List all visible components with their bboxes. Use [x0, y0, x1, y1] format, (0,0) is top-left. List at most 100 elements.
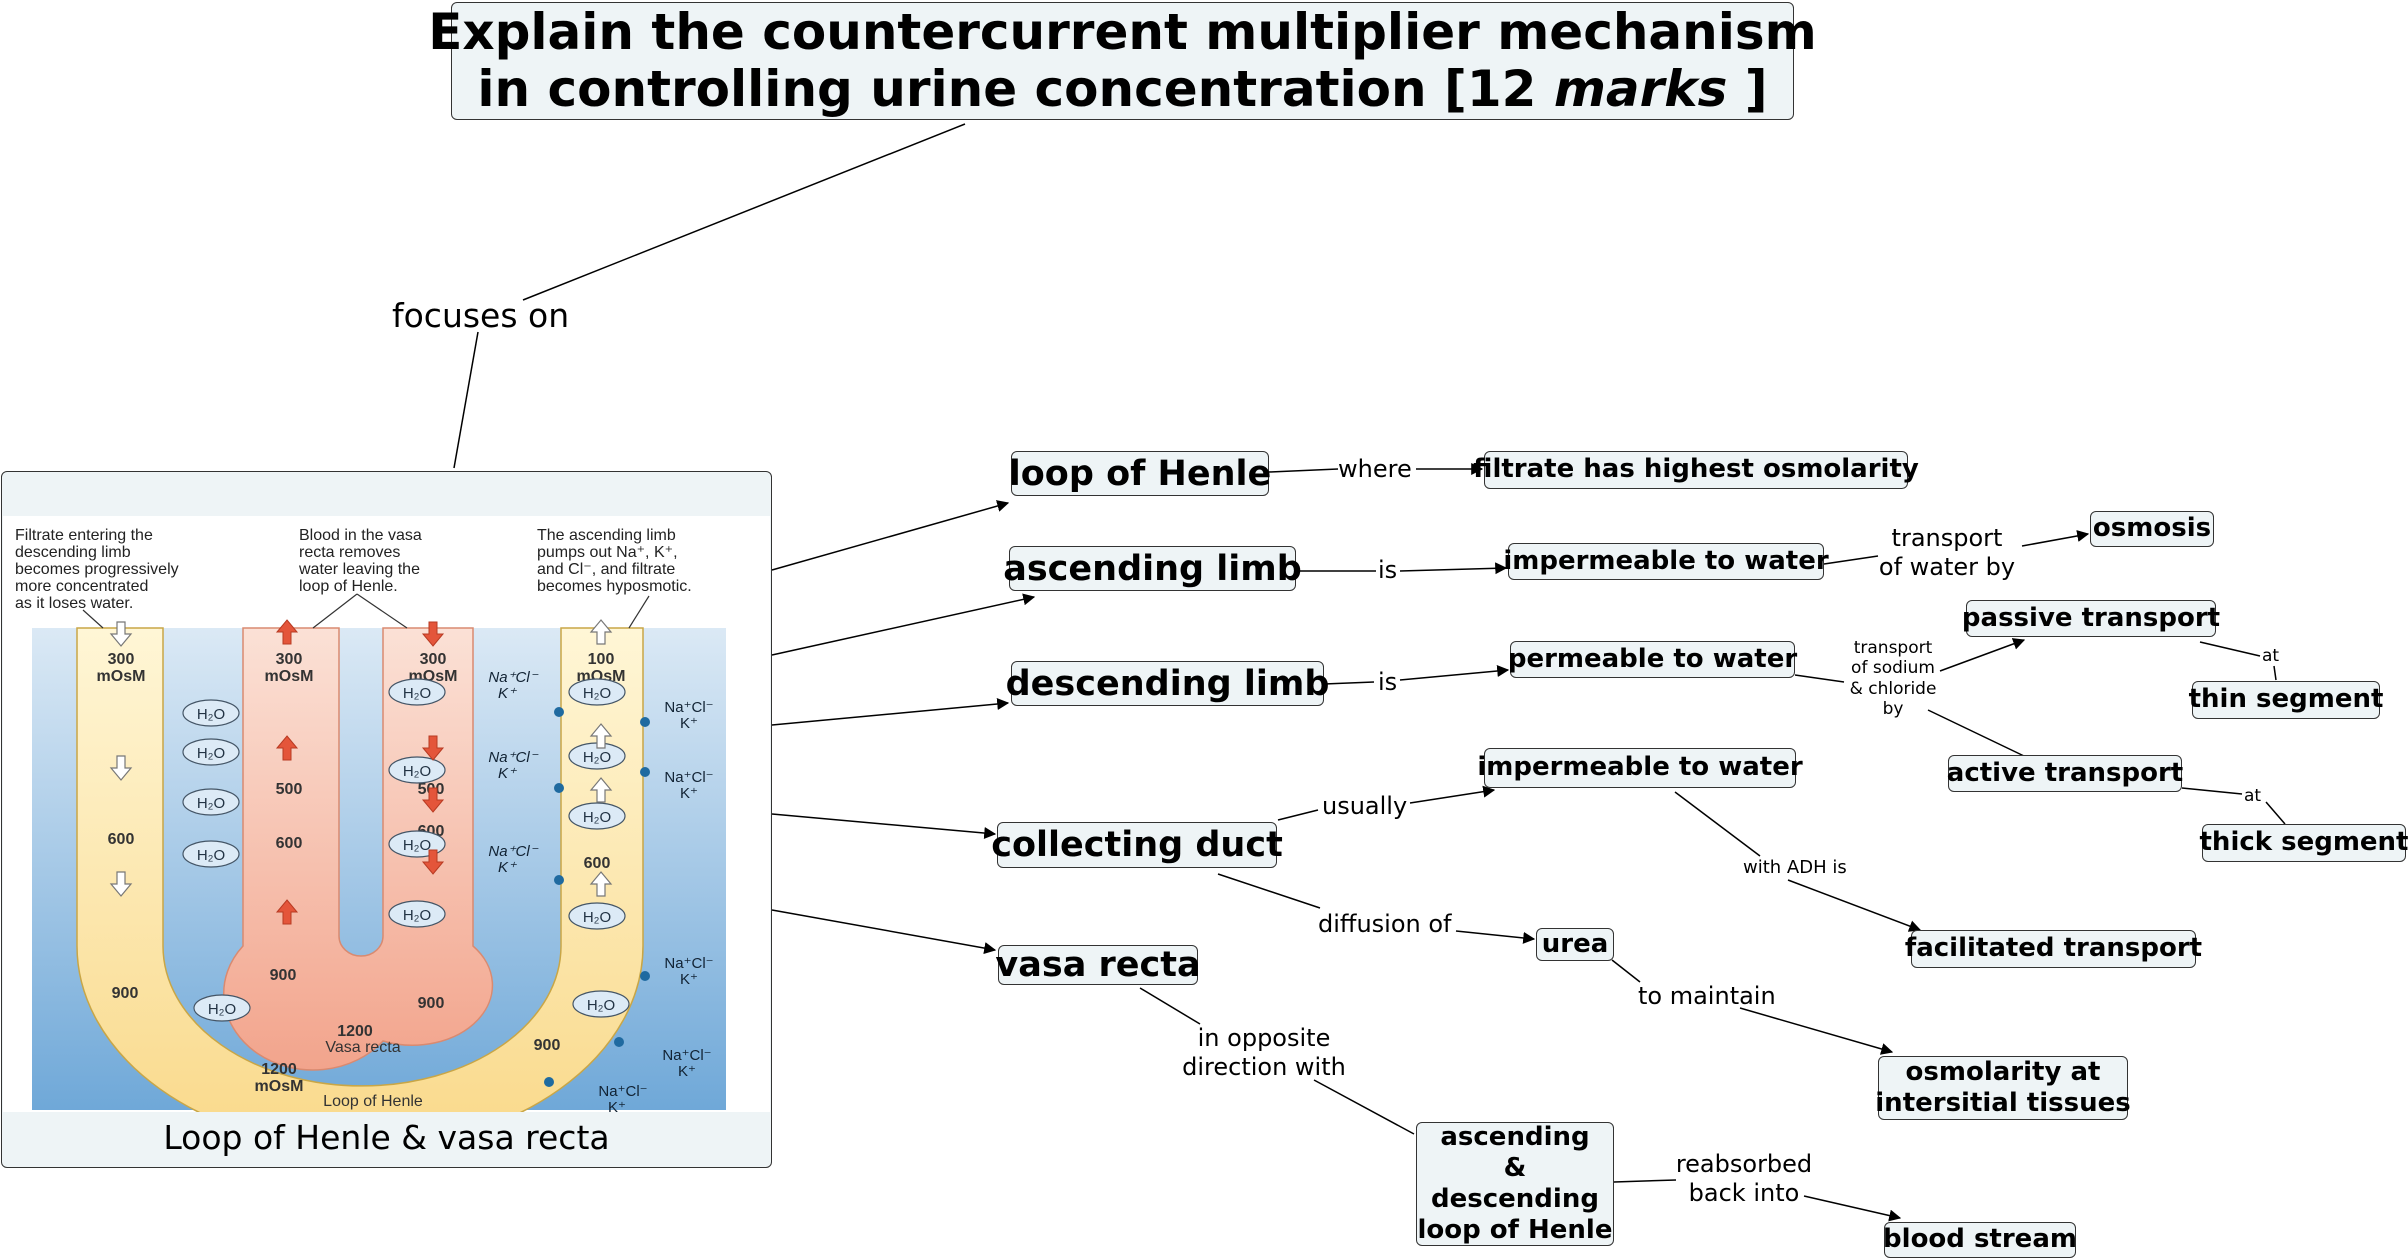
- link-loop-where: [1268, 468, 1339, 473]
- vr-left-unit: mOsM: [265, 668, 314, 685]
- ion-label-k: K⁺: [498, 859, 517, 876]
- link-sodium-passive: [1939, 638, 2026, 672]
- link-label-where: where: [1338, 455, 1412, 483]
- node-active-transport[interactable]: active transport: [1947, 755, 2183, 792]
- svg-text:H₂O: H₂O: [197, 706, 225, 723]
- link-sodium-active: [1927, 709, 2025, 757]
- svg-text:water leaving the: water leaving the: [298, 561, 420, 578]
- vasa-up-arrow: [275, 899, 299, 925]
- image-node-loop-of-henle[interactable]: Filtrate entering the descending limb be…: [1, 471, 772, 1168]
- link-image-ascending: [771, 593, 1036, 656]
- svg-text:Blood in the vasa: Blood in the vasa: [299, 527, 422, 544]
- svg-text:H₂O: H₂O: [197, 745, 225, 762]
- filtrate-up-arrow: [589, 871, 613, 897]
- link-label-is-2: is: [1378, 668, 1398, 696]
- link-vasa-opposite: [1139, 987, 1201, 1025]
- vasa-down-arrow: [421, 735, 445, 761]
- node-thin-segment[interactable]: thin segment: [2189, 681, 2383, 719]
- ion-label: Na⁺Cl⁻: [664, 769, 713, 786]
- svg-text:H₂O: H₂O: [583, 809, 611, 826]
- filtrate-up-arrow: [589, 619, 613, 645]
- link-label-is-1: is: [1378, 556, 1398, 584]
- desc-value-900: 900: [112, 985, 139, 1002]
- desc-value-300: 300: [108, 651, 135, 668]
- node-impermeable-to-water-2[interactable]: impermeable to water: [1477, 748, 1803, 788]
- vr-600: 600: [276, 835, 303, 852]
- image-caption: Loop of Henle & vasa recta: [163, 1118, 610, 1157]
- filtrate-down-arrow: [109, 621, 133, 647]
- link-at-thin: [2273, 665, 2277, 681]
- link-collect-diffusion: [1217, 873, 1321, 909]
- vr-right-300: 300: [420, 651, 447, 668]
- node-descending-limb[interactable]: descending limb: [1006, 661, 1329, 706]
- link-ascdesc-reabsorbed: [1613, 1179, 1677, 1183]
- ion-pump-dot: [640, 717, 650, 727]
- svg-text:becomes progressively: becomes progressively: [15, 561, 179, 578]
- svg-text:H₂O: H₂O: [403, 907, 431, 924]
- node-blood-stream[interactable]: blood stream: [1883, 1222, 2077, 1258]
- desc-unit: mOsM: [97, 668, 146, 685]
- water-bubble: H₂O: [193, 994, 251, 1022]
- node-vasa-recta[interactable]: vasa recta: [995, 945, 1201, 985]
- bottom-unit: mOsM: [255, 1078, 304, 1095]
- water-bubble: H₂O: [572, 990, 630, 1018]
- node-collecting-duct[interactable]: collecting duct: [991, 822, 1283, 868]
- node-thick-segment[interactable]: thick segment: [2200, 824, 2408, 862]
- link-label-at-2: at: [2244, 786, 2262, 806]
- loop-diagram-svg: Filtrate entering the descending limb be…: [15, 527, 726, 1149]
- svg-text:recta removes: recta removes: [299, 544, 400, 561]
- ion-label-k: K⁺: [608, 1099, 626, 1112]
- node-ascending-limb[interactable]: ascending limb: [1003, 546, 1302, 591]
- vr-1200: 1200: [337, 1023, 373, 1040]
- ion-label: Na⁺Cl⁻: [598, 1083, 647, 1100]
- svg-text:descending limb: descending limb: [15, 544, 131, 561]
- svg-text:H₂O: H₂O: [208, 1001, 236, 1018]
- node-filtrate-highest-osmolarity[interactable]: filtrate has highest osmolarity: [1473, 451, 1919, 489]
- vr-left-300: 300: [276, 651, 303, 668]
- link-image-loop: [771, 500, 1010, 571]
- vr-900: 900: [270, 967, 297, 984]
- vasa-up-arrow: [275, 619, 299, 645]
- filtrate-up-arrow: [589, 777, 613, 803]
- ion-label: Na⁺Cl⁻: [664, 699, 713, 716]
- svg-text:more concentrated: more concentrated: [15, 578, 148, 595]
- link-opposite-ascdesc: [1313, 1079, 1415, 1135]
- ion-label-k: K⁺: [678, 1063, 696, 1080]
- ion-pump-dot: [640, 971, 650, 981]
- vr-500: 500: [276, 781, 303, 798]
- asc-value-600: 600: [584, 855, 611, 872]
- water-bubble: H₂O: [388, 756, 446, 784]
- main-question-title[interactable]: Explain the countercurrent multiplier me…: [428, 2, 1817, 120]
- node-permeable-to-water[interactable]: permeable to water: [1508, 641, 1797, 678]
- svg-text:H₂O: H₂O: [197, 847, 225, 864]
- node-urea[interactable]: urea: [1536, 928, 1614, 961]
- vasa-recta-tube: [223, 627, 494, 1071]
- link-reabsorbed-blood: [1803, 1195, 1902, 1222]
- ion-pump-dot: [614, 1037, 624, 1047]
- node-osmosis[interactable]: osmosis: [2090, 511, 2214, 547]
- svg-text:H₂O: H₂O: [587, 997, 615, 1014]
- water-bubble: H₂O: [568, 802, 626, 830]
- node-loop-of-henle[interactable]: loop of Henle: [1009, 451, 1271, 496]
- svg-text:H₂O: H₂O: [583, 749, 611, 766]
- ion-label-k: K⁺: [680, 971, 698, 988]
- filtrate-down-arrow: [109, 871, 133, 897]
- asc-value-100: 100: [588, 651, 615, 668]
- node-passive-transport[interactable]: passive transport: [1962, 600, 2220, 637]
- svg-text:and Cl⁻, and filtrate: and Cl⁻, and filtrate: [537, 561, 675, 578]
- link-urea-maintain: [1611, 959, 1641, 983]
- link-image-collecting: [771, 813, 997, 840]
- svg-text:H₂O: H₂O: [197, 795, 225, 812]
- link-passive-at: [2199, 641, 2261, 657]
- water-bubble: H₂O: [568, 742, 626, 770]
- link-label-to-maintain: to maintain: [1638, 982, 1776, 1010]
- node-facilitated-transport[interactable]: facilitated transport: [1905, 930, 2202, 968]
- node-impermeable-to-water-1[interactable]: impermeable to water: [1503, 543, 1829, 580]
- ion-pump-dot: [554, 875, 564, 885]
- annotation-left: Filtrate entering the descending limb be…: [15, 527, 179, 612]
